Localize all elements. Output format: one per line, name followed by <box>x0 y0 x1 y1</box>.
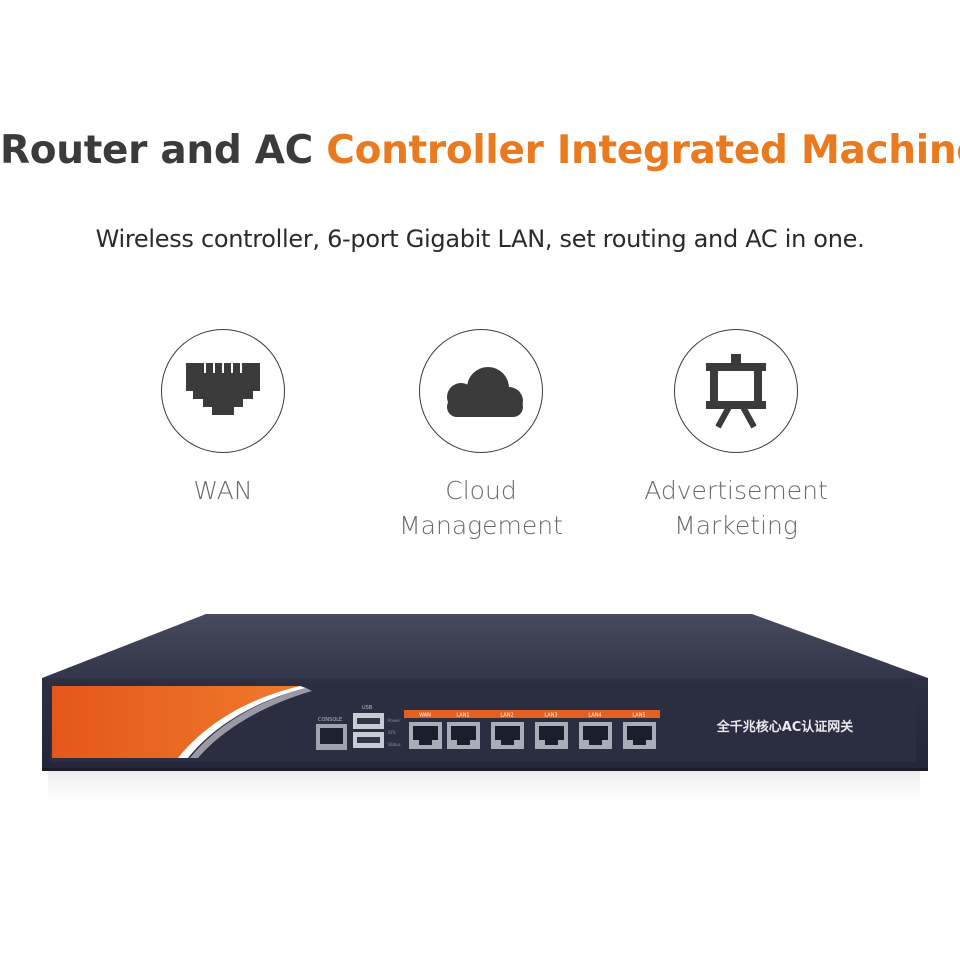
ethernet-port-lan2[interactable] <box>491 722 524 749</box>
port-label-lan2: LAN2 <box>500 713 513 719</box>
orange-swoosh <box>52 686 300 758</box>
port-label-wan: WAN <box>419 713 431 719</box>
feature-ad-label-line1: Advertisement <box>644 476 828 505</box>
gray-swoosh <box>190 688 312 758</box>
feature-wan-label-line1: WAN <box>193 476 253 505</box>
cloud-icon <box>447 367 523 417</box>
usb-label: USB <box>362 705 373 711</box>
ethernet-port-lan5[interactable] <box>623 722 656 749</box>
presentation-board-icon <box>706 354 766 429</box>
router-device: CONSOLE USB Power SYS Status <box>0 600 960 840</box>
ethernet-port-lan4[interactable] <box>579 722 612 749</box>
device-reflection <box>48 770 920 810</box>
device-brand-text: 全千兆核心AC认证网关 <box>716 719 854 735</box>
feature-cloud-label-line2: Management <box>399 511 563 540</box>
device-bottom-edge <box>42 768 928 771</box>
port-label-lan1: LAN1 <box>456 713 469 719</box>
page-title: Router and AC Controller Integrated Mach… <box>0 126 960 176</box>
router-device-drawing: CONSOLE USB Power SYS Status <box>42 614 928 810</box>
console-label: CONSOLE <box>318 717 342 723</box>
feature-wan-circle <box>161 329 285 453</box>
title-part-orange: Controller Integrated Machine <box>326 128 960 173</box>
feature-cloud-circle <box>419 329 543 453</box>
feature-advertisement-marketing: Advertisement Marketing <box>616 329 856 543</box>
port-label-lan5: LAN5 <box>632 713 645 719</box>
subtitle: Wireless controller, 6-port Gigabit LAN,… <box>95 225 865 253</box>
feature-ad-label-line2: Marketing <box>674 511 798 540</box>
port-label-lan4: LAN4 <box>588 713 601 719</box>
white-swoosh <box>178 686 306 758</box>
feature-ad-label: Advertisement Marketing <box>644 473 828 543</box>
feature-wan-label: WAN <box>193 473 252 508</box>
led-label-power: Power <box>388 718 400 723</box>
led-label-status: Status <box>388 742 401 747</box>
ethernet-port-lan1[interactable] <box>447 722 480 749</box>
port-label-strip <box>404 710 660 718</box>
feature-cloud-label-line1: Cloud <box>445 476 517 505</box>
feature-cloud-management: Cloud Management <box>361 329 601 543</box>
port-label-lan3: LAN3 <box>544 713 557 719</box>
feature-ad-circle <box>674 329 798 453</box>
led-label-sys: SYS <box>388 730 396 735</box>
ethernet-port-icon <box>186 363 260 415</box>
device-top-face <box>42 614 928 678</box>
feature-wan: WAN <box>103 329 343 508</box>
feature-cloud-label: Cloud Management <box>399 473 563 543</box>
ethernet-port-lan3[interactable] <box>535 722 568 749</box>
title-part-dark: Router and AC <box>0 128 327 173</box>
ethernet-port-wan[interactable] <box>409 722 442 749</box>
